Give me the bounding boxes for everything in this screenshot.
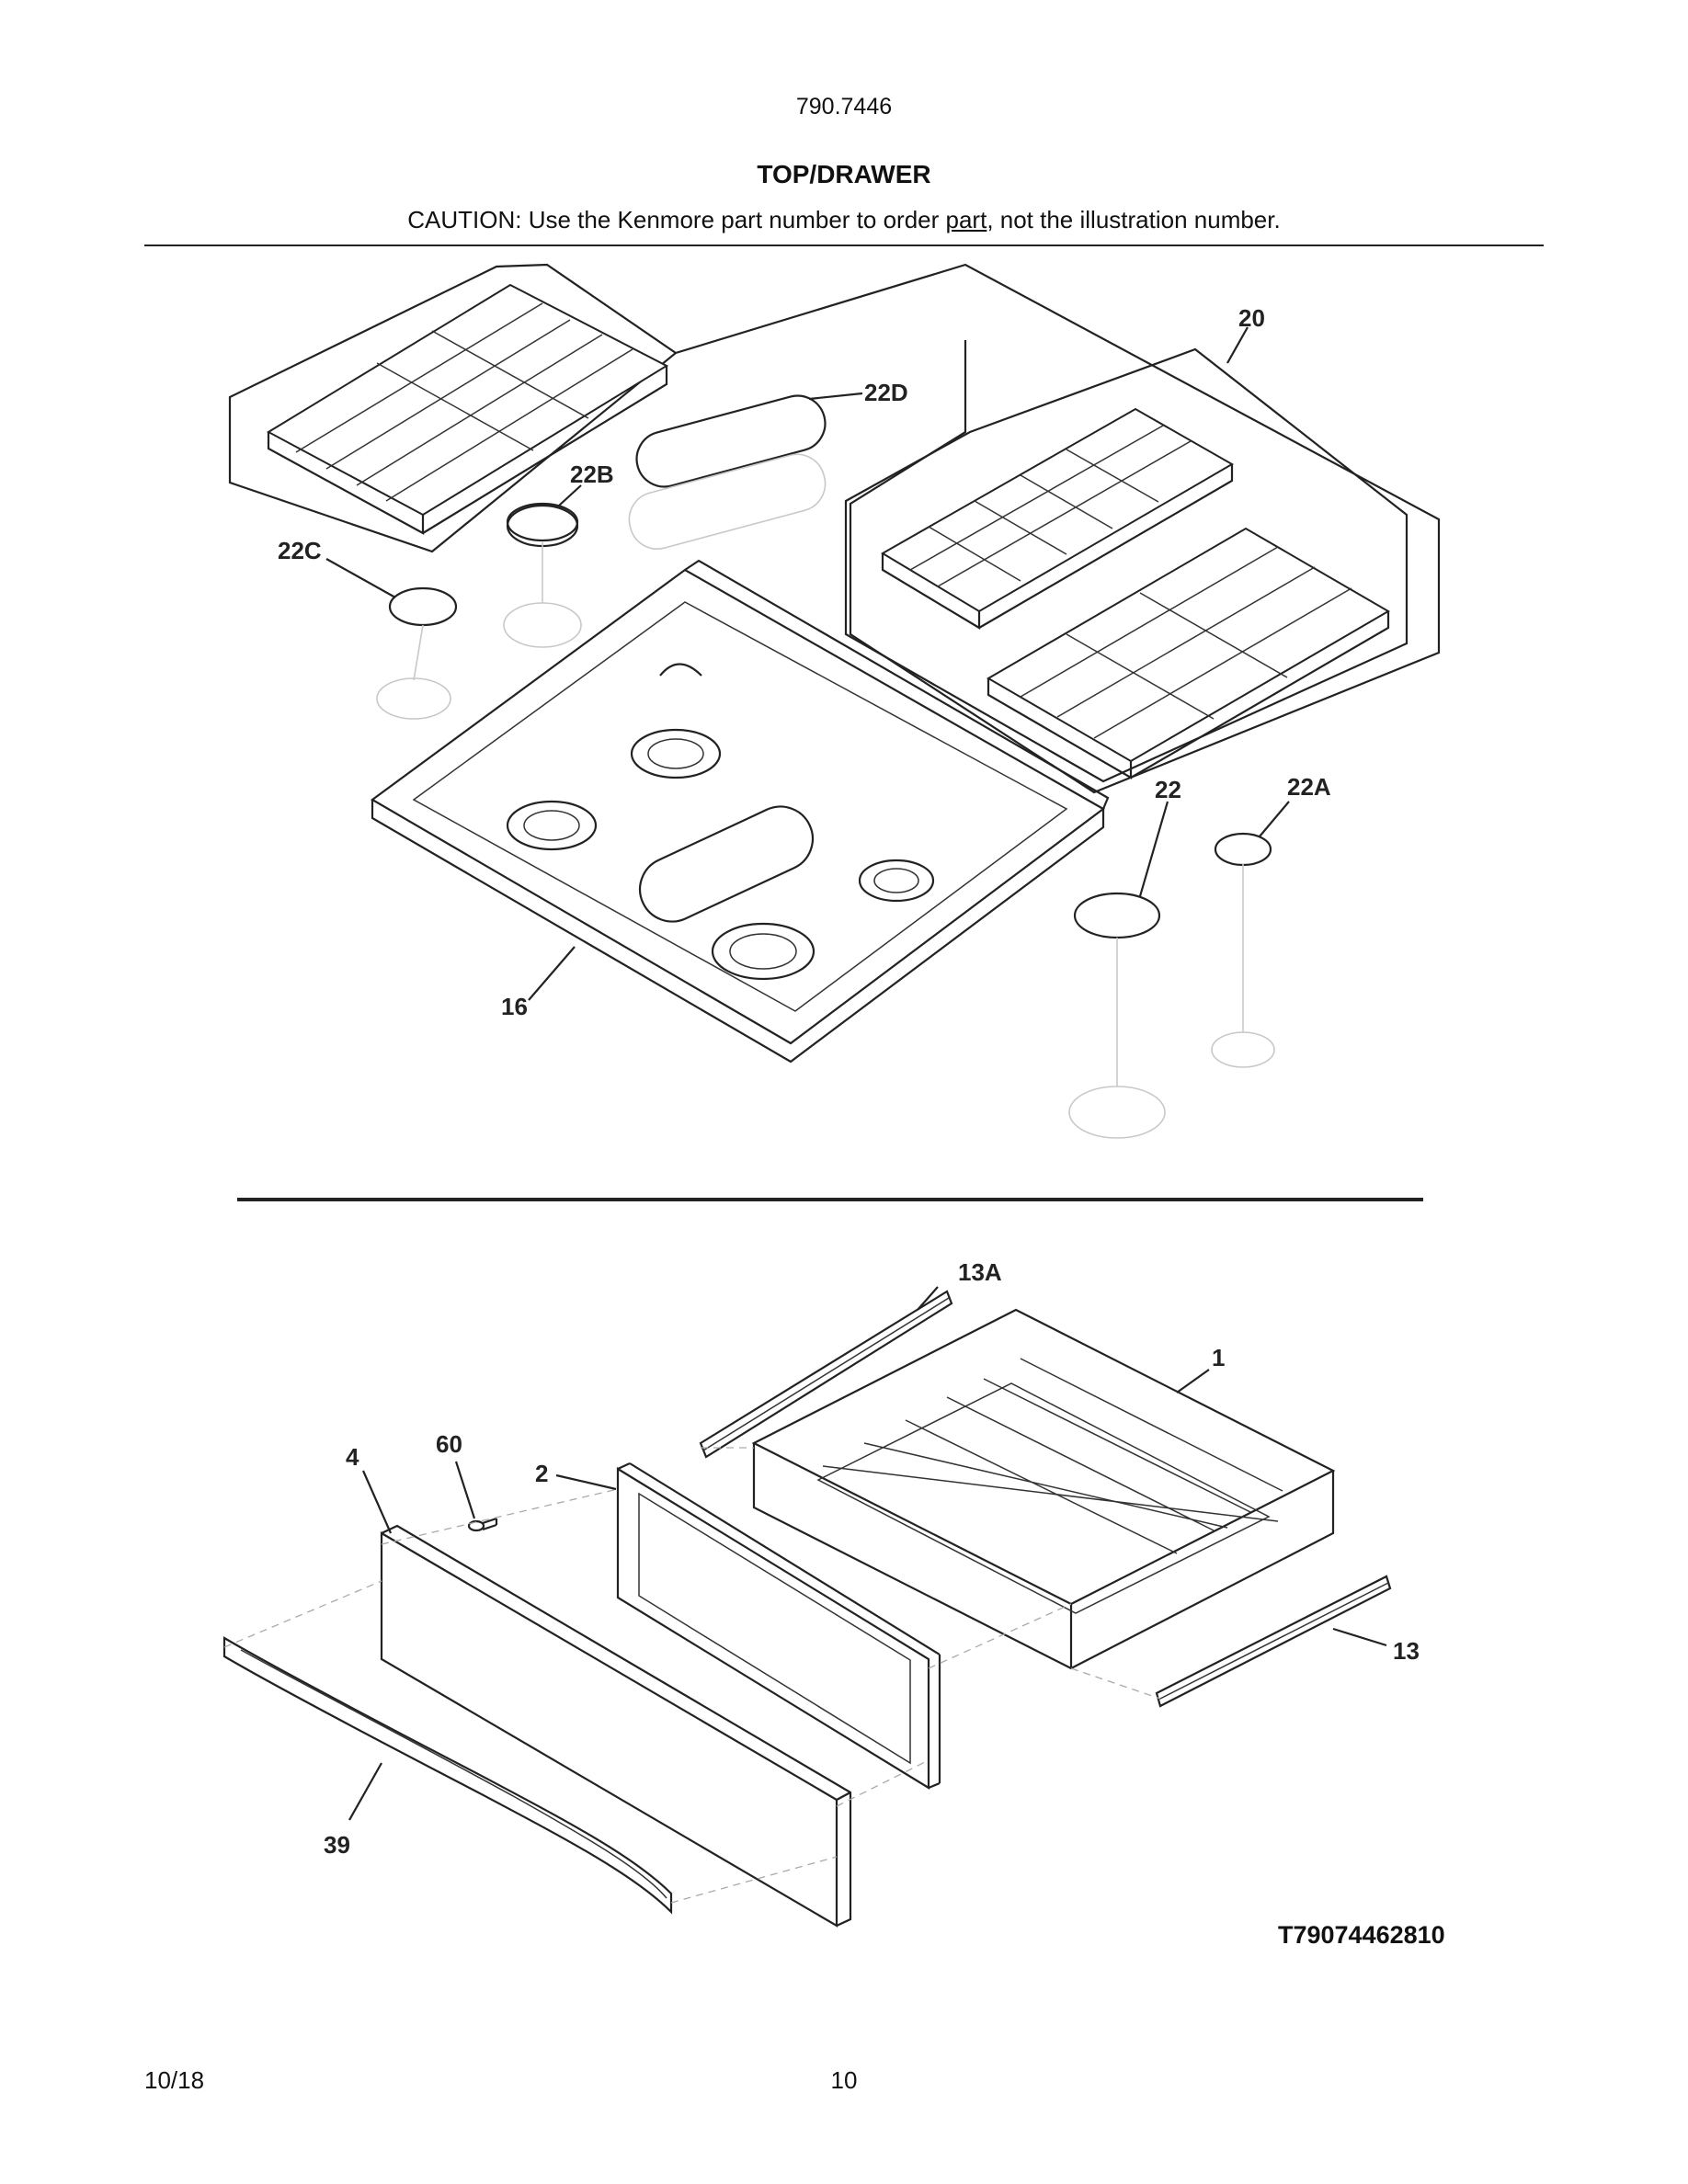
leader-20 <box>1226 326 1249 364</box>
caution-suffix: , not the illustration number. <box>987 206 1281 233</box>
leader-22C <box>325 558 396 598</box>
leader-22A <box>1259 801 1290 837</box>
right-grate-rear <box>881 407 1235 630</box>
drawer-frame-2 <box>616 1462 941 1790</box>
callout-1: 1 <box>1212 1344 1225 1371</box>
slide-13 <box>1155 1575 1392 1708</box>
drawer-body-1 <box>751 1308 1336 1670</box>
callout-16: 16 <box>501 993 528 1020</box>
section-title: TOP/DRAWER <box>757 160 931 188</box>
callout-22B: 22B <box>570 461 614 488</box>
header-rule <box>144 245 1544 246</box>
callout-22A: 22A <box>1287 773 1331 801</box>
leader-1 <box>1176 1369 1210 1393</box>
leader-22D <box>808 392 863 401</box>
leader-22 <box>1138 801 1169 897</box>
leader-39 <box>348 1762 382 1821</box>
model-number: 790.7446 <box>795 94 893 119</box>
page-number: 10 <box>830 2066 858 2094</box>
section-divider <box>237 1198 1423 1201</box>
right-grate-front <box>987 527 1390 779</box>
burner-cap-22D <box>628 394 827 550</box>
callout-22D: 22D <box>864 379 908 406</box>
drawer-panel-4 <box>380 1524 852 1928</box>
callout-22C: 22C <box>278 537 322 564</box>
callout-4: 4 <box>346 1443 359 1471</box>
leader-60 <box>454 1461 476 1519</box>
screw-60 <box>467 1517 498 1532</box>
caution-prefix: CAUTION: Use the Kenmore part number to … <box>407 206 946 233</box>
slide-13A <box>699 1290 953 1459</box>
callout-13A: 13A <box>958 1258 1002 1286</box>
leader-2 <box>555 1473 617 1491</box>
cooktop-16 <box>370 559 1110 1064</box>
callout-60: 60 <box>436 1430 462 1458</box>
callout-2: 2 <box>535 1460 548 1487</box>
callout-39: 39 <box>324 1831 350 1859</box>
leader-13 <box>1332 1627 1387 1647</box>
caution-note: CAUTION: Use the Kenmore part number to … <box>0 206 1688 234</box>
leader-4 <box>361 1470 393 1534</box>
caution-part-link: part <box>945 206 987 233</box>
leader-13A <box>917 1286 939 1311</box>
left-grate <box>266 283 669 535</box>
callout-20: 20 <box>1238 304 1265 332</box>
footer-date: 10/18 <box>144 2066 205 2094</box>
leader-16 <box>528 946 576 1001</box>
leader-22B <box>558 484 582 506</box>
handle-39 <box>222 1636 673 1915</box>
right-grate-group-outline <box>844 347 1409 783</box>
burner-cap-22C <box>376 586 458 720</box>
callout-13: 13 <box>1393 1637 1420 1665</box>
callout-22: 22 <box>1155 776 1181 803</box>
diagram-code: T79074462810 <box>1278 1921 1445 1949</box>
